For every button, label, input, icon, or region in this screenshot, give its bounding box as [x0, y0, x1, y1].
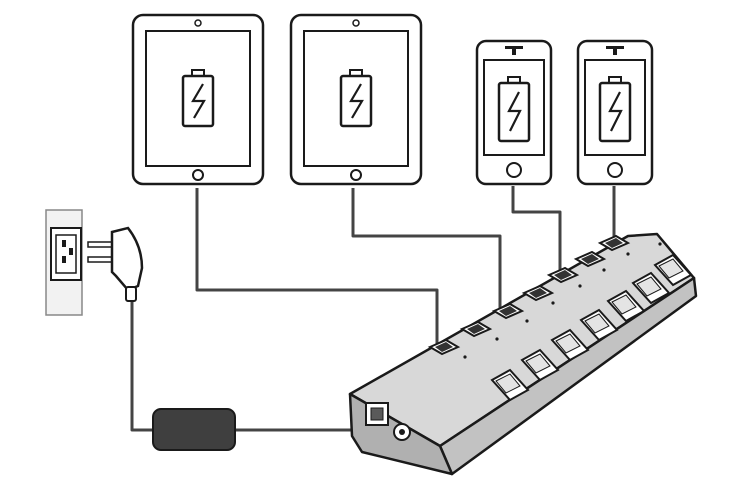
wall-socket-icon: [45, 209, 83, 316]
phone-device: [475, 39, 553, 186]
usb-port-icon: [459, 320, 493, 338]
rocker-switch-icon: [579, 308, 619, 342]
phone-home-button: [607, 162, 623, 178]
usb-port-icon: [491, 302, 525, 320]
rocker-switch-icon: [520, 348, 560, 382]
phone-speaker-icon: [606, 46, 624, 55]
usb-hub: [348, 232, 698, 476]
tablet-device: [289, 13, 423, 186]
cable-phone-1: [511, 186, 562, 272]
cable-tablet-2: [351, 188, 502, 310]
phone-speaker-icon: [505, 46, 523, 55]
power-plug-icon: [87, 226, 144, 302]
power-adapter-icon: [152, 408, 236, 451]
rocker-switch-icon: [490, 368, 530, 402]
rocker-switch-icon: [631, 271, 671, 305]
led-indicators: [463, 242, 662, 359]
battery-charging-icon: [181, 69, 215, 128]
phone-home-button: [506, 162, 522, 178]
battery-charging-icon: [339, 69, 373, 128]
usb-port-icon: [546, 266, 580, 284]
phone-device: [576, 39, 654, 186]
tablet-home-button: [192, 169, 204, 181]
tablet-camera: [352, 19, 360, 27]
rocker-switch-icon: [550, 328, 590, 362]
battery-charging-icon: [497, 76, 531, 143]
usb-port-icon: [597, 234, 631, 252]
rocker-switch-icon: [606, 289, 646, 323]
cable-plug-to-adapter: [130, 300, 156, 432]
usb-b-port-icon: [365, 402, 389, 426]
tablet-home-button: [350, 169, 362, 181]
rocker-switch-icon: [653, 253, 693, 287]
usb-port-icon: [573, 250, 607, 268]
battery-charging-icon: [598, 76, 632, 143]
cable-tablet-1: [195, 188, 439, 348]
usb-port-icon: [521, 284, 555, 302]
dc-jack-icon: [393, 423, 411, 441]
tablet-camera: [194, 19, 202, 27]
usb-port-icon: [427, 338, 461, 356]
tablet-device: [131, 13, 265, 186]
